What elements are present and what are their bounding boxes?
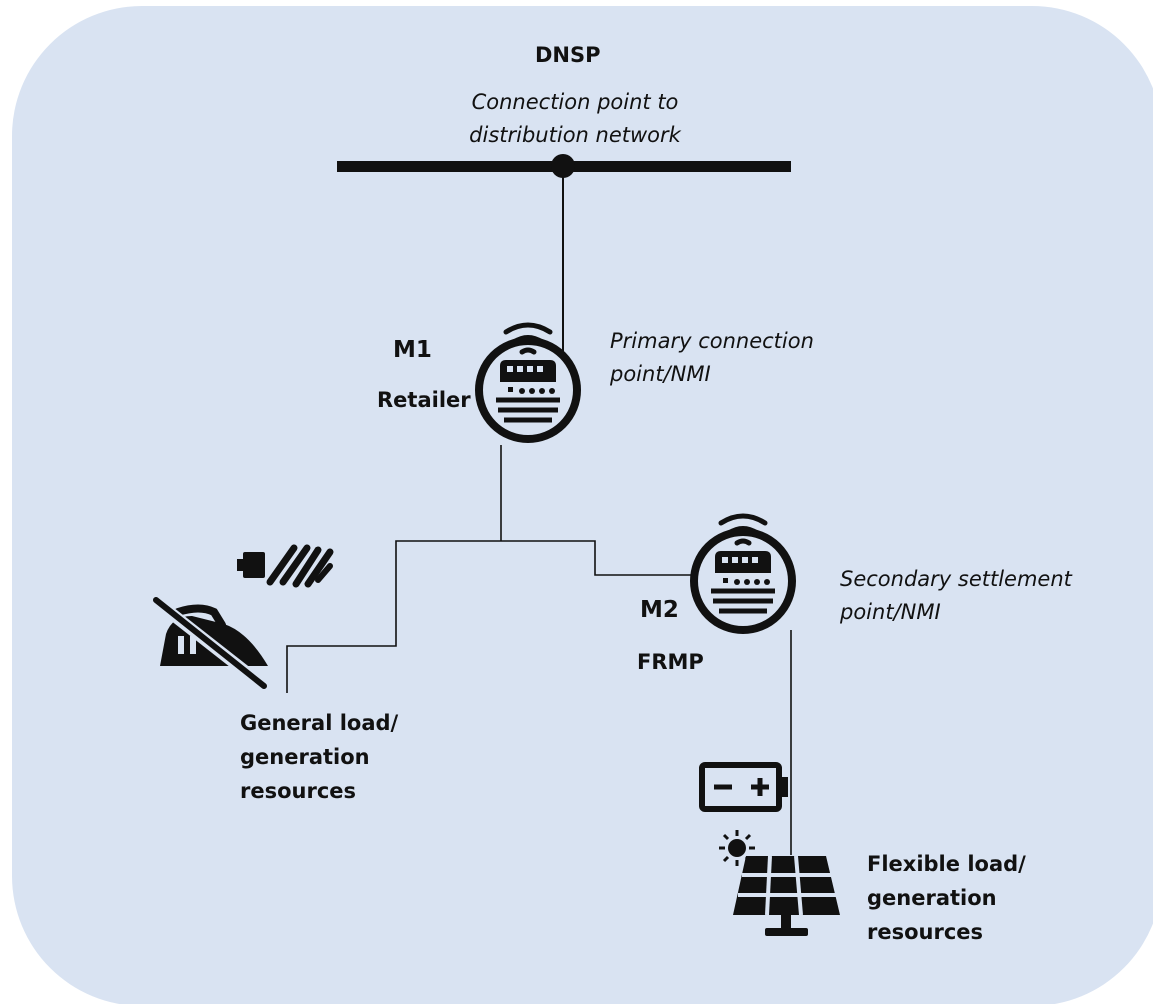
crossed-iron-icon (153, 597, 268, 691)
connection-point-label: Connection point to distribution network (460, 86, 690, 152)
m2-role-label: FRMP (637, 650, 704, 674)
m2-description-line1: Secondary settlement (840, 567, 1072, 591)
flexible-load-label: Flexible load/ generation resources (867, 847, 1026, 949)
general-load-label: General load/ generation resources (240, 706, 398, 808)
general-load-line1: General load/ (240, 711, 399, 735)
m1-role-label: Retailer (377, 388, 471, 412)
m2-description-line2: point/NMI (840, 600, 941, 624)
general-load-line2: generation (240, 745, 370, 769)
general-load-wire (286, 540, 501, 693)
m1-description: Primary connection point/NMI (610, 325, 814, 391)
m1-description-line1: Primary connection (610, 329, 814, 353)
flexible-load-line3: resources (867, 920, 984, 944)
smart-meter-icon (690, 513, 796, 634)
m1-description-line2: point/NMI (610, 362, 711, 386)
general-load-line3: resources (240, 779, 357, 803)
background-panel (12, 6, 1153, 1004)
m2-label: M2 (640, 597, 679, 623)
flexible-load-line1: Flexible load/ (867, 852, 1026, 876)
sun-icon (719, 830, 755, 866)
solar-panel-icon (733, 855, 840, 936)
dnsp-label: DNSP (535, 43, 601, 67)
connection-point-line2: distribution network (469, 123, 681, 147)
connection-point-line1: Connection point to (471, 90, 679, 114)
m2-input-wire (501, 540, 692, 576)
flexible-load-line2: generation (867, 886, 997, 910)
m1-label: M1 (393, 337, 432, 363)
light-bulb-icon (237, 544, 334, 588)
smart-meter-icon (475, 322, 581, 443)
battery-icon (699, 762, 788, 812)
m2-description: Secondary settlement point/NMI (840, 563, 1072, 629)
